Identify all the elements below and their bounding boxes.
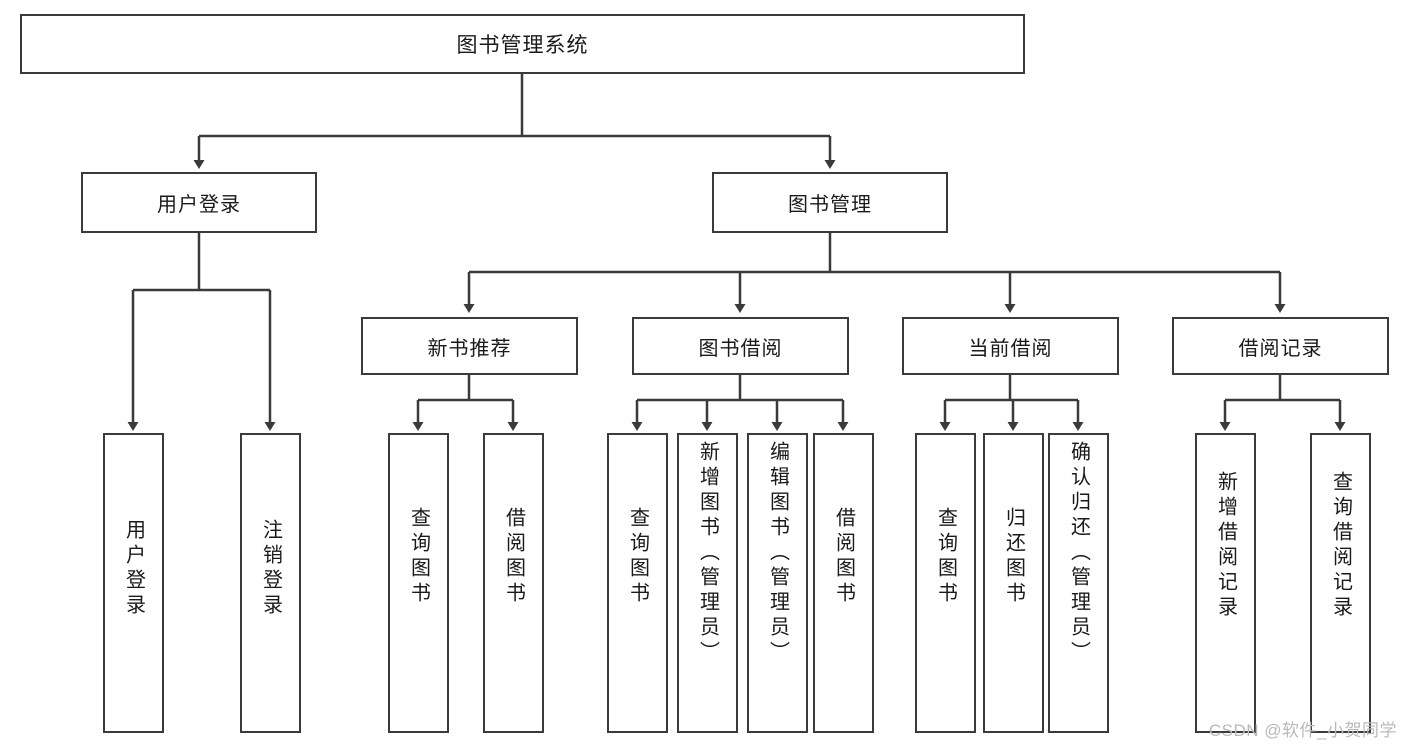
node-leaf-logout[interactable]: 注销登录 xyxy=(240,433,301,733)
node-new-book-rec-label: 新书推荐 xyxy=(427,337,512,360)
node-leaf-add-record-label: 新增借阅记录 xyxy=(1214,471,1237,621)
watermark-text: CSDN @软件_小贺同学 xyxy=(1208,721,1397,740)
node-leaf-query-book-3[interactable]: 查询图书 xyxy=(915,433,976,733)
node-book-manage-label: 图书管理 xyxy=(788,194,872,216)
node-user-login[interactable]: 用户登录 xyxy=(81,172,317,233)
node-leaf-query-book-3-label: 查询图书 xyxy=(934,507,957,607)
node-borrow-record-label: 借阅记录 xyxy=(1238,337,1323,360)
node-leaf-edit-book-label: 编辑图书（管理员） xyxy=(766,441,789,666)
node-current-borrow-label: 当前借阅 xyxy=(968,337,1053,360)
node-book-borrow-label: 图书借阅 xyxy=(698,337,783,360)
node-leaf-borrow-book-2[interactable]: 借阅图书 xyxy=(813,433,874,733)
node-current-borrow[interactable]: 当前借阅 xyxy=(902,317,1119,375)
node-leaf-add-record[interactable]: 新增借阅记录 xyxy=(1195,433,1256,733)
node-leaf-query-record[interactable]: 查询借阅记录 xyxy=(1310,433,1371,733)
node-leaf-query-book-2[interactable]: 查询图书 xyxy=(607,433,668,733)
node-leaf-confirm-return[interactable]: 确认归还（管理员） xyxy=(1048,433,1109,733)
node-leaf-borrow-book-1[interactable]: 借阅图书 xyxy=(483,433,544,733)
node-leaf-add-book[interactable]: 新增图书（管理员） xyxy=(677,433,738,733)
node-leaf-return-book[interactable]: 归还图书 xyxy=(983,433,1044,733)
node-leaf-query-book-1-label: 查询图书 xyxy=(407,507,430,607)
node-leaf-confirm-return-label: 确认归还（管理员） xyxy=(1067,441,1090,666)
node-leaf-add-book-label: 新增图书（管理员） xyxy=(696,441,719,666)
node-leaf-query-book-1[interactable]: 查询图书 xyxy=(388,433,449,733)
node-leaf-user-login[interactable]: 用户登录 xyxy=(103,433,164,733)
node-borrow-record[interactable]: 借阅记录 xyxy=(1172,317,1389,375)
node-leaf-borrow-book-1-label: 借阅图书 xyxy=(502,507,525,607)
node-leaf-query-book-2-label: 查询图书 xyxy=(626,507,649,607)
node-leaf-edit-book[interactable]: 编辑图书（管理员） xyxy=(747,433,808,733)
node-leaf-return-book-label: 归还图书 xyxy=(1002,507,1025,607)
node-leaf-query-record-label: 查询借阅记录 xyxy=(1329,471,1352,621)
node-book-borrow[interactable]: 图书借阅 xyxy=(632,317,849,375)
node-root-label: 图书管理系统 xyxy=(456,34,589,57)
node-leaf-user-login-label: 用户登录 xyxy=(122,519,145,619)
node-leaf-logout-label: 注销登录 xyxy=(259,519,282,619)
node-user-login-label: 用户登录 xyxy=(157,194,241,216)
node-new-book-rec[interactable]: 新书推荐 xyxy=(361,317,578,375)
node-book-manage[interactable]: 图书管理 xyxy=(712,172,948,233)
node-root[interactable]: 图书管理系统 xyxy=(20,14,1025,74)
node-leaf-borrow-book-2-label: 借阅图书 xyxy=(832,507,855,607)
